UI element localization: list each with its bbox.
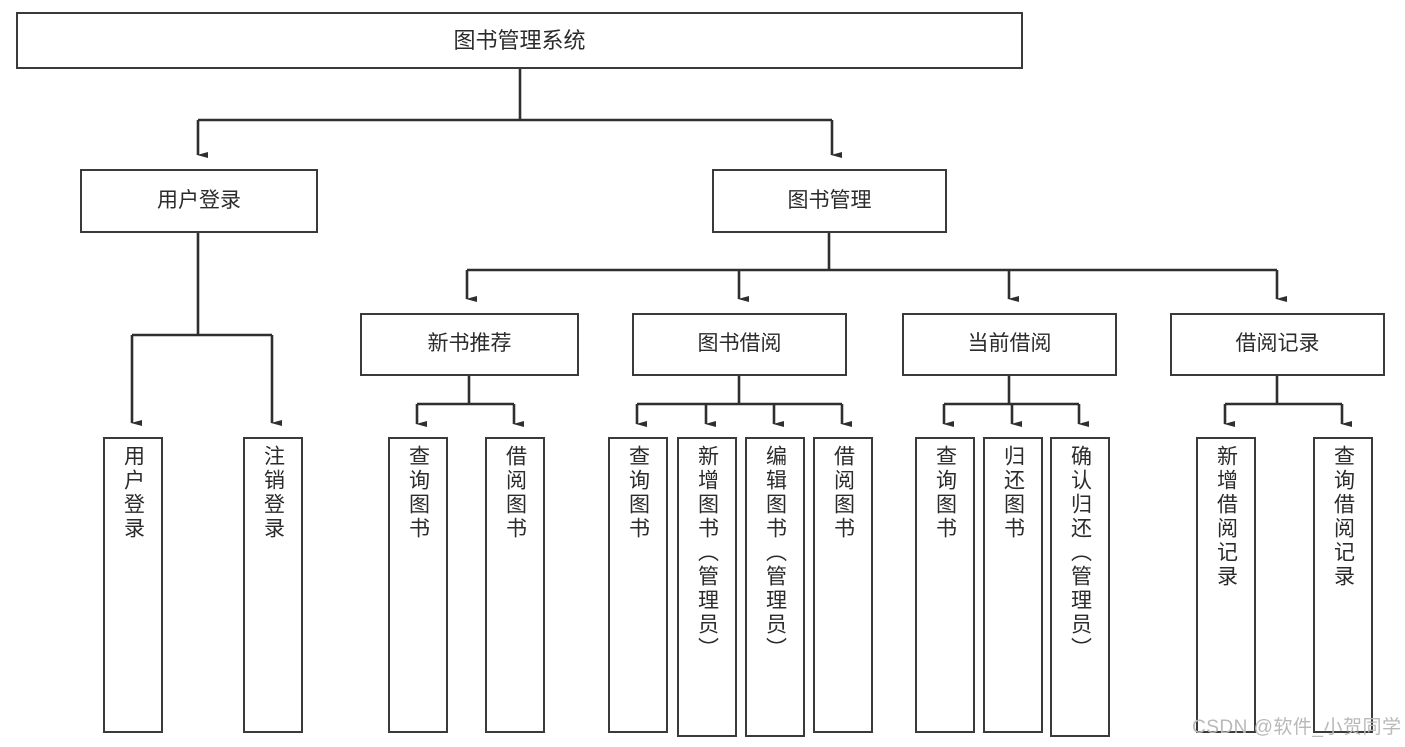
node-leaf-return-book-label: 归还图书 [1001,445,1025,541]
node-root-label: 图书管理系统 [453,27,586,53]
node-root[interactable]: 图书管理系统 [16,12,1023,69]
node-borrow-record-label: 借阅记录 [1235,332,1320,356]
node-leaf-logout[interactable]: 注销登录 [243,437,303,733]
node-leaf-query-book-3[interactable]: 查询图书 [915,437,975,733]
node-current-borrow[interactable]: 当前借阅 [902,313,1117,376]
node-leaf-query-record[interactable]: 查询借阅记录 [1313,437,1373,733]
node-leaf-borrow-book-2-label: 借阅图书 [831,445,855,541]
node-book-borrow[interactable]: 图书借阅 [632,313,847,376]
node-leaf-edit-book[interactable]: 编辑图书（管理员） [745,437,805,737]
node-leaf-query-book-2[interactable]: 查询图书 [608,437,668,733]
node-new-book-recommend-label: 新书推荐 [427,332,512,356]
node-book-manage-label: 图书管理 [787,188,872,212]
node-leaf-edit-book-label: 编辑图书（管理员） [763,445,787,661]
node-leaf-return-book[interactable]: 归还图书 [983,437,1043,733]
node-leaf-confirm-return[interactable]: 确认归还（管理员） [1050,437,1110,737]
node-leaf-add-record[interactable]: 新增借阅记录 [1196,437,1256,733]
node-current-borrow-label: 当前借阅 [967,332,1052,356]
node-user-login-label: 用户登录 [157,188,241,212]
node-leaf-borrow-book-2[interactable]: 借阅图书 [813,437,873,733]
node-leaf-query-book-1-label: 查询图书 [406,445,430,541]
node-leaf-user-login[interactable]: 用户登录 [103,437,163,733]
node-leaf-logout-label: 注销登录 [261,445,285,541]
node-leaf-confirm-return-label: 确认归还（管理员） [1068,445,1092,661]
node-book-manage[interactable]: 图书管理 [712,169,947,233]
node-user-login[interactable]: 用户登录 [80,169,318,233]
node-book-borrow-label: 图书借阅 [697,332,782,356]
node-leaf-borrow-book-1-label: 借阅图书 [503,445,527,541]
node-leaf-user-login-label: 用户登录 [121,445,145,541]
node-leaf-borrow-book-1[interactable]: 借阅图书 [485,437,545,733]
node-leaf-add-record-label: 新增借阅记录 [1214,445,1238,589]
node-leaf-query-book-3-label: 查询图书 [933,445,957,541]
node-borrow-record[interactable]: 借阅记录 [1170,313,1385,376]
node-leaf-add-book-label: 新增图书（管理员） [695,445,719,661]
node-leaf-query-book-1[interactable]: 查询图书 [388,437,448,733]
node-new-book-recommend[interactable]: 新书推荐 [360,313,579,376]
node-leaf-add-book[interactable]: 新增图书（管理员） [677,437,737,737]
node-leaf-query-book-2-label: 查询图书 [626,445,650,541]
node-leaf-query-record-label: 查询借阅记录 [1331,445,1355,589]
